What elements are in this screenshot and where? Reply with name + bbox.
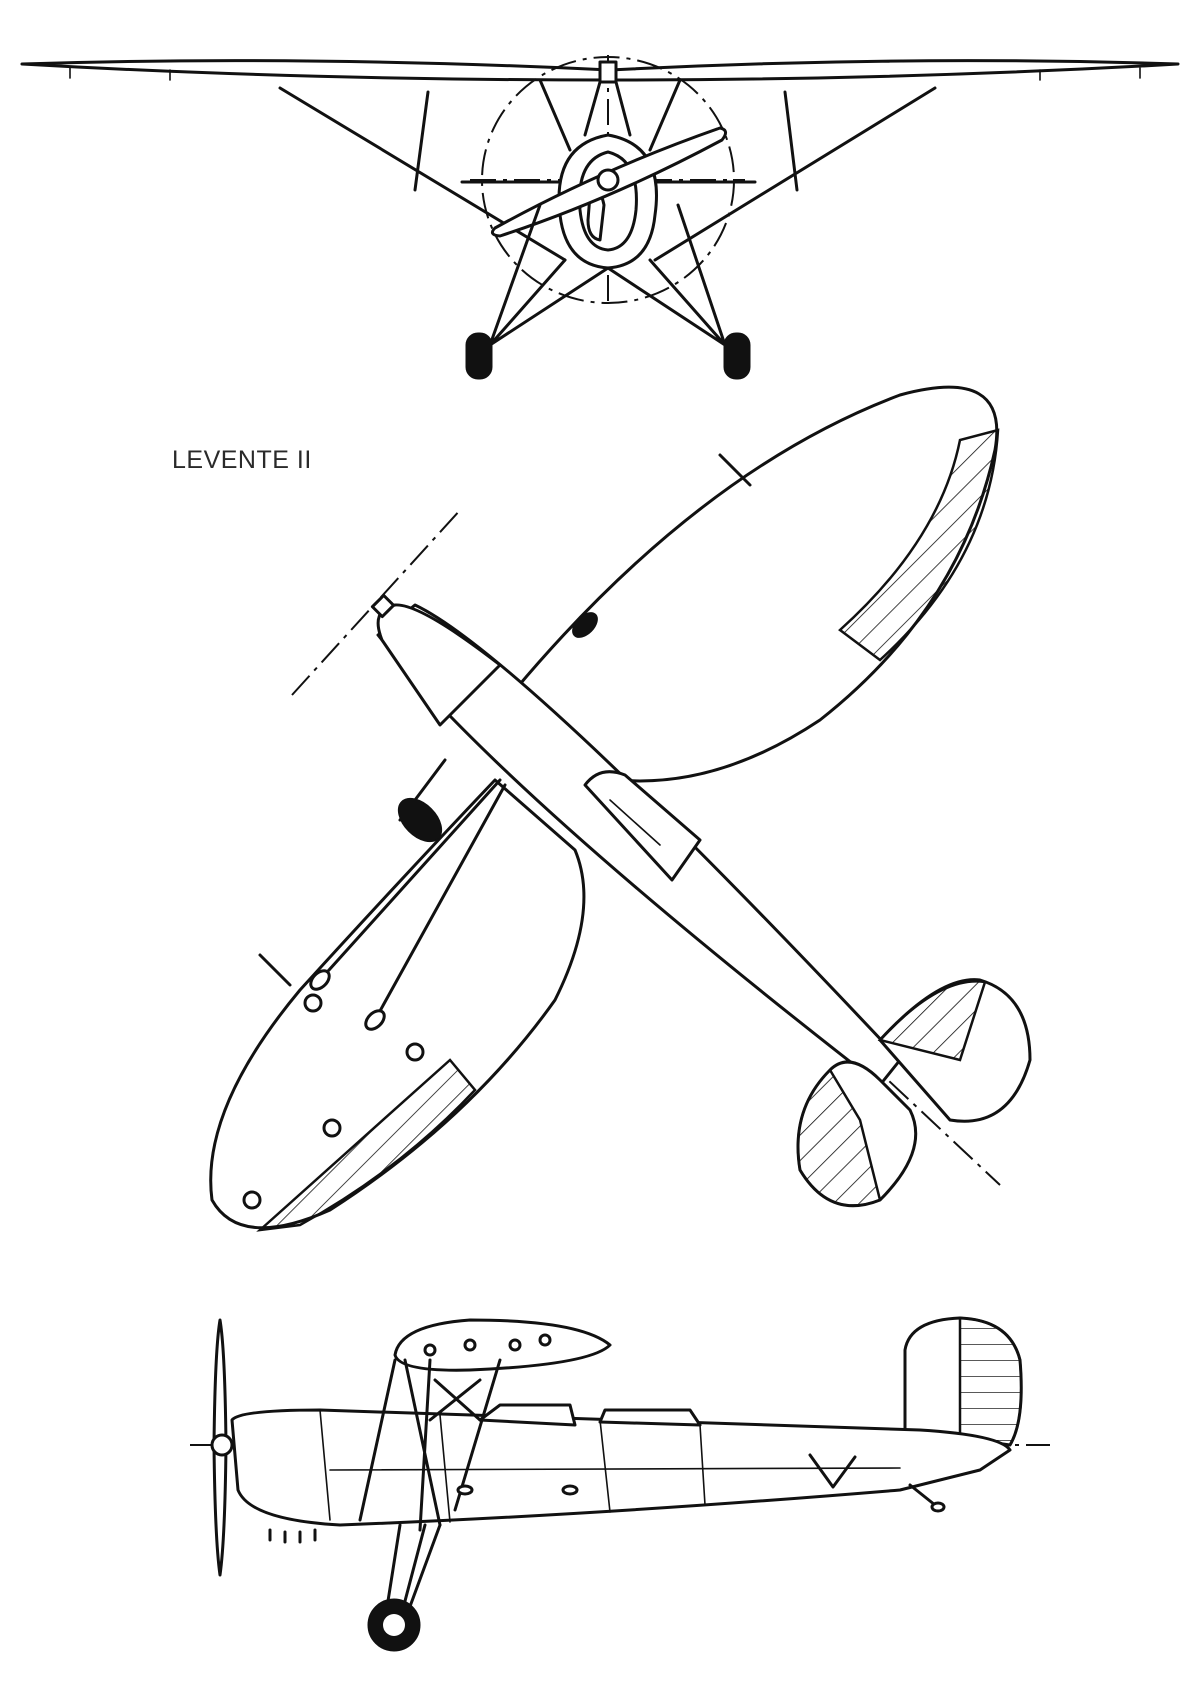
front-undercarriage (488, 203, 727, 347)
front-wing-struts (278, 78, 937, 262)
top-wheel-right (572, 612, 598, 638)
side-cockpit (478, 1403, 577, 1427)
front-wheel-right (723, 332, 751, 380)
aileron-right (838, 428, 1000, 662)
aileron-left (256, 1058, 477, 1232)
top-wheel-left (397, 797, 443, 843)
top-cockpit (583, 770, 702, 882)
top-wing-left (209, 778, 586, 1230)
elevator-right (877, 980, 987, 1062)
top-view (209, 385, 1032, 1232)
side-tailskid (908, 1483, 937, 1507)
front-wheel-left (465, 332, 493, 380)
side-wing (393, 1318, 612, 1372)
aircraft-title: LEVENTE II (172, 446, 312, 474)
top-cowling (376, 603, 502, 727)
side-view (190, 1316, 1050, 1652)
side-struts (358, 1358, 502, 1532)
side-rudder (958, 1316, 1023, 1447)
front-view (20, 55, 1180, 380)
